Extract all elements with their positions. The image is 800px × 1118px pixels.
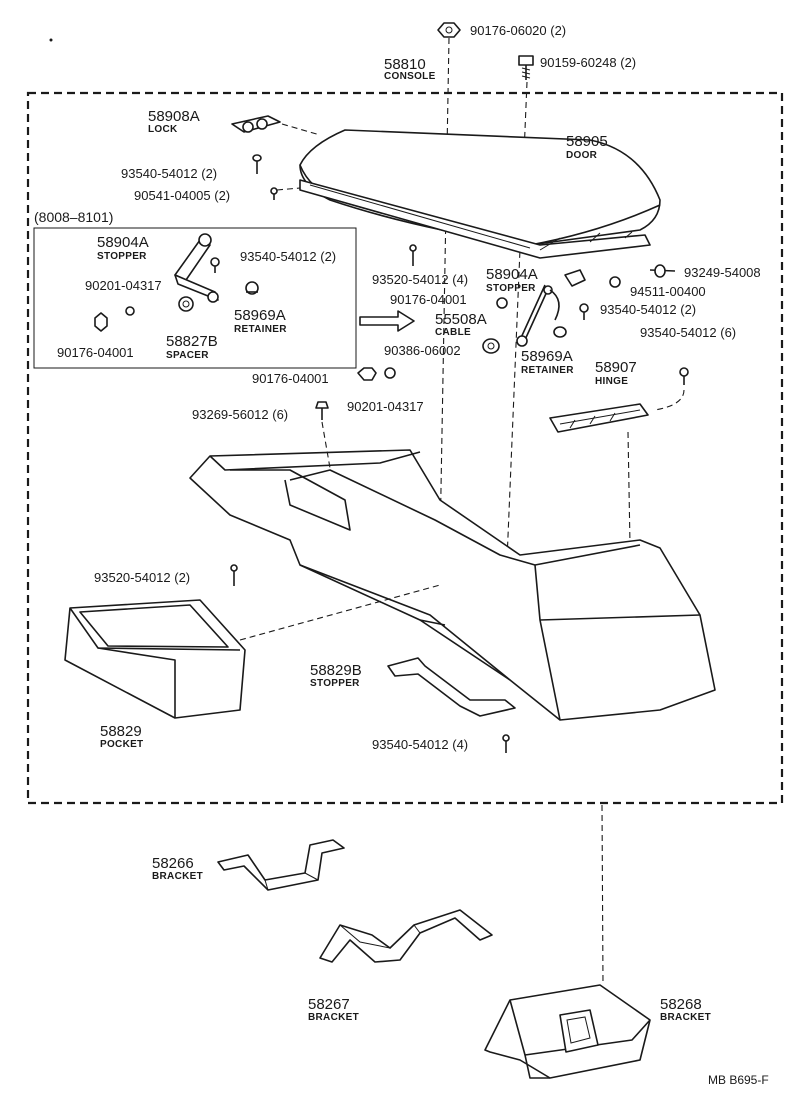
nut-mid-part: 90176-04001 <box>390 292 467 307</box>
bolt-top2-part-number: 90159-60248 (2) <box>540 55 637 70</box>
arrow-icon <box>359 310 415 332</box>
screw-pocket-icon <box>230 564 238 586</box>
screw-pocket-part: 93520-54012 (2) <box>94 570 191 585</box>
nut-low-part: 90176-04001 <box>252 371 329 386</box>
retainer-mid-name: RETAINER <box>521 365 574 376</box>
screw-console-part: 93269-56012 (6) <box>192 407 289 422</box>
bracket-58267-icon <box>319 909 493 963</box>
hinge-name: HINGE <box>595 376 629 387</box>
screw-door-icon <box>270 187 278 200</box>
inset-spacer-number: 58827B <box>166 333 218 350</box>
inset-frame <box>33 227 357 369</box>
nut-top-icon <box>437 22 461 38</box>
cable-number: 55508A <box>435 311 487 328</box>
washer-low-part: 90201-04317 <box>347 399 424 414</box>
retainer-mid-icon <box>553 326 567 338</box>
screw-right2-part: 93540-54012 (2) <box>600 302 697 317</box>
washer-low-icon <box>384 367 396 379</box>
hinge-number: 58907 <box>595 359 637 376</box>
screw-console-icon <box>315 401 329 420</box>
inset-retainer-icon <box>245 281 259 295</box>
stopper-lower-name: STOPPER <box>310 678 360 689</box>
screw-lock-part: 93540-54012 (2) <box>121 166 218 181</box>
leader-console-screw <box>321 421 331 469</box>
leader-hinge <box>654 389 685 411</box>
inset-washer-icon <box>125 306 135 316</box>
screw-hinge-part: 93540-54012 (6) <box>640 325 737 340</box>
inset-spacer-name: SPACER <box>166 350 209 361</box>
lock-number: 58908A <box>148 108 200 125</box>
bracket-58268-icon <box>484 984 651 1079</box>
inset-stopper-name: STOPPER <box>97 251 147 262</box>
screw-door-part: 90541-04005 (2) <box>134 188 231 203</box>
bracket-58267-number: 58267 <box>308 996 350 1013</box>
footer-code: MB B695-F <box>708 1073 769 1087</box>
inset-retainer-name: RETAINER <box>234 324 287 335</box>
leader-pocket <box>239 584 441 641</box>
grommet-part: 90386-06002 <box>384 343 461 358</box>
inset-spacer-icon <box>178 296 194 312</box>
inset-stopper-icon <box>174 233 219 303</box>
console-name: CONSOLE <box>384 71 436 82</box>
screw-mid-icon <box>409 244 417 266</box>
screw-mid-part: 93520-54012 (4) <box>372 272 469 287</box>
washer-right-part: 94511-00400 <box>630 284 706 299</box>
screw-stopper-part: 93540-54012 (4) <box>372 737 469 752</box>
stopper-mid-icon <box>564 269 586 287</box>
bracket-58266-icon <box>217 839 345 891</box>
screw-right1-icon <box>649 264 676 278</box>
stopper-mid-name: STOPPER <box>486 283 536 294</box>
pocket-number: 58829 <box>100 723 142 740</box>
console-body-icon <box>189 449 716 721</box>
door-name: DOOR <box>566 150 598 161</box>
bracket-58266-name: BRACKET <box>152 871 203 882</box>
inset-screw-icon <box>210 257 220 273</box>
bracket-58268-name: BRACKET <box>660 1012 711 1023</box>
retainer-mid-number: 58969A <box>521 348 573 365</box>
washer-right-icon <box>609 276 621 288</box>
bracket-58267-name: BRACKET <box>308 1012 359 1023</box>
inset-stopper-number: 58904A <box>97 234 149 251</box>
console-assembly-frame <box>26 91 784 805</box>
lock-name: LOCK <box>148 124 178 135</box>
inset-nut-icon <box>94 312 108 332</box>
inset-screw-part: 93540-54012 (2) <box>240 249 337 264</box>
bolt-top-icon <box>518 55 534 80</box>
door-number: 58905 <box>566 133 608 150</box>
leader-lock <box>281 123 321 136</box>
inset-title: (8008–8101) <box>34 209 114 225</box>
screw-hinge-icon <box>679 367 689 385</box>
leader-top-nut <box>439 37 450 546</box>
leader-bracket-58268 <box>601 804 604 986</box>
leader-door-screw <box>276 187 301 191</box>
nut-mid-icon <box>496 297 508 309</box>
stopper-mid-number: 58904A <box>486 266 538 283</box>
inset-retainer-number: 58969A <box>234 307 286 324</box>
inset-washer-part: 90201-04317 <box>85 278 162 293</box>
bracket-58266-number: 58266 <box>152 855 194 872</box>
lock-part-icon <box>231 115 281 133</box>
pocket-name: POCKET <box>100 739 144 750</box>
cable-icon <box>516 284 560 347</box>
screw-lock-icon <box>252 154 262 174</box>
scan-dot <box>49 38 53 42</box>
bracket-58268-number: 58268 <box>660 996 702 1013</box>
screw-stopper-icon <box>502 734 510 753</box>
screw-right2-icon <box>579 303 589 320</box>
console-number: 58810 <box>384 56 426 73</box>
stopper-lower-icon <box>387 657 516 717</box>
bolt-top-part-number: 90176-06020 (2) <box>470 23 567 38</box>
stopper-lower-number: 58829B <box>310 662 362 679</box>
cable-name: CABLE <box>435 327 471 338</box>
leader-hinge-down <box>627 431 631 546</box>
nut-low-icon <box>357 367 377 381</box>
door-lid-icon <box>299 129 661 259</box>
screw-right1-part: 93249-54008 <box>684 265 761 280</box>
inset-nut-part: 90176-04001 <box>57 345 134 360</box>
pocket-icon <box>64 599 246 719</box>
grommet-icon <box>482 338 500 354</box>
hinge-icon <box>549 403 649 433</box>
